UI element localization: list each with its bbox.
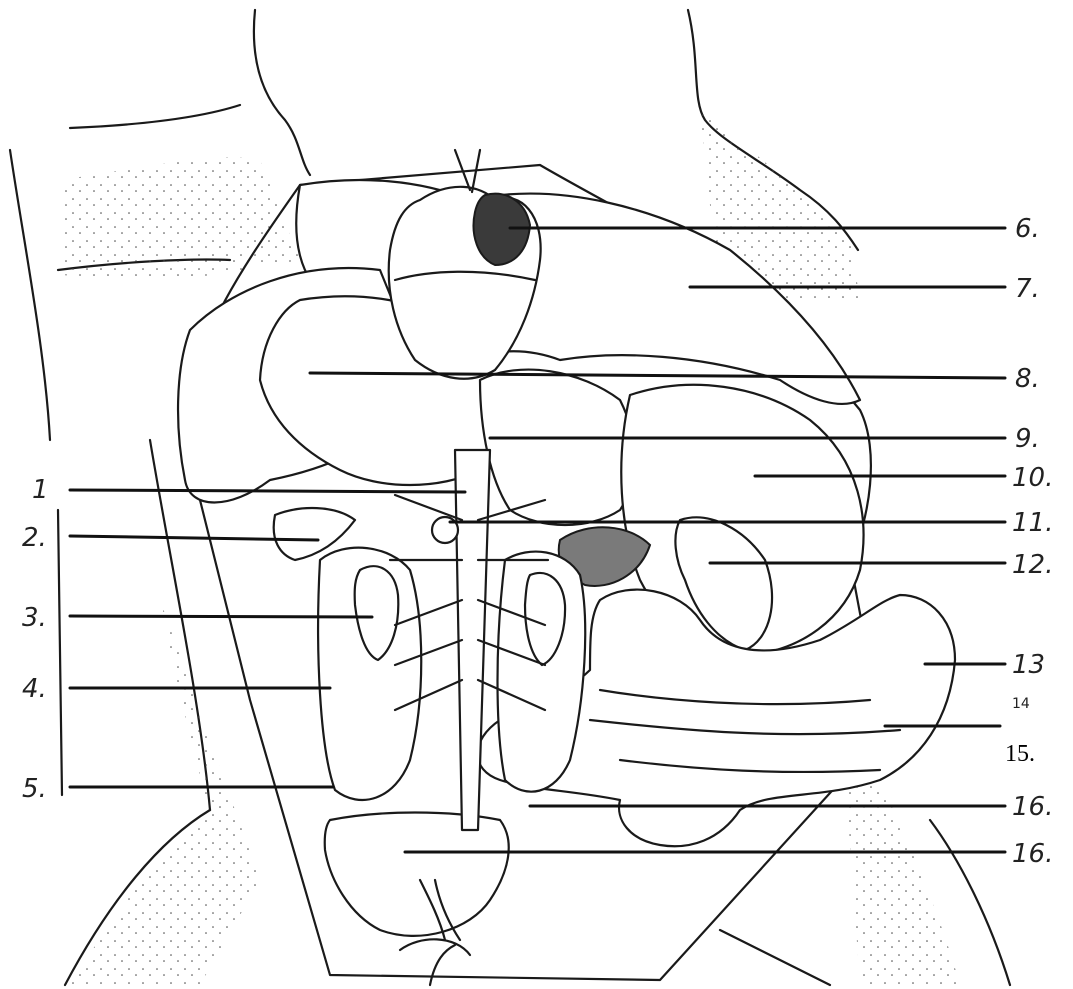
label-11: 11.	[1012, 508, 1053, 538]
label-12: 12.	[1012, 550, 1053, 580]
label-4: 4.	[22, 674, 47, 704]
label-7: 7.	[1015, 274, 1040, 304]
label-14-fragment: 14	[1012, 696, 1030, 712]
label-9: 9.	[1015, 424, 1040, 454]
label-1: 1	[32, 475, 49, 505]
label-16b: 16.	[1012, 839, 1053, 869]
label-2: 2.	[22, 523, 47, 553]
label-8: 8.	[1015, 364, 1040, 394]
label-15: 15.	[1005, 741, 1035, 767]
cloaca-area	[400, 939, 470, 985]
leader-1	[70, 490, 465, 492]
label-5: 5.	[22, 774, 47, 804]
leader-3	[70, 616, 372, 617]
label-13: 13	[1012, 650, 1045, 680]
label-3: 3.	[22, 603, 47, 633]
label-6: 6.	[1015, 214, 1040, 244]
label-16a: 16.	[1012, 792, 1053, 822]
kidneys	[318, 548, 585, 800]
label-10: 10.	[1012, 463, 1053, 493]
